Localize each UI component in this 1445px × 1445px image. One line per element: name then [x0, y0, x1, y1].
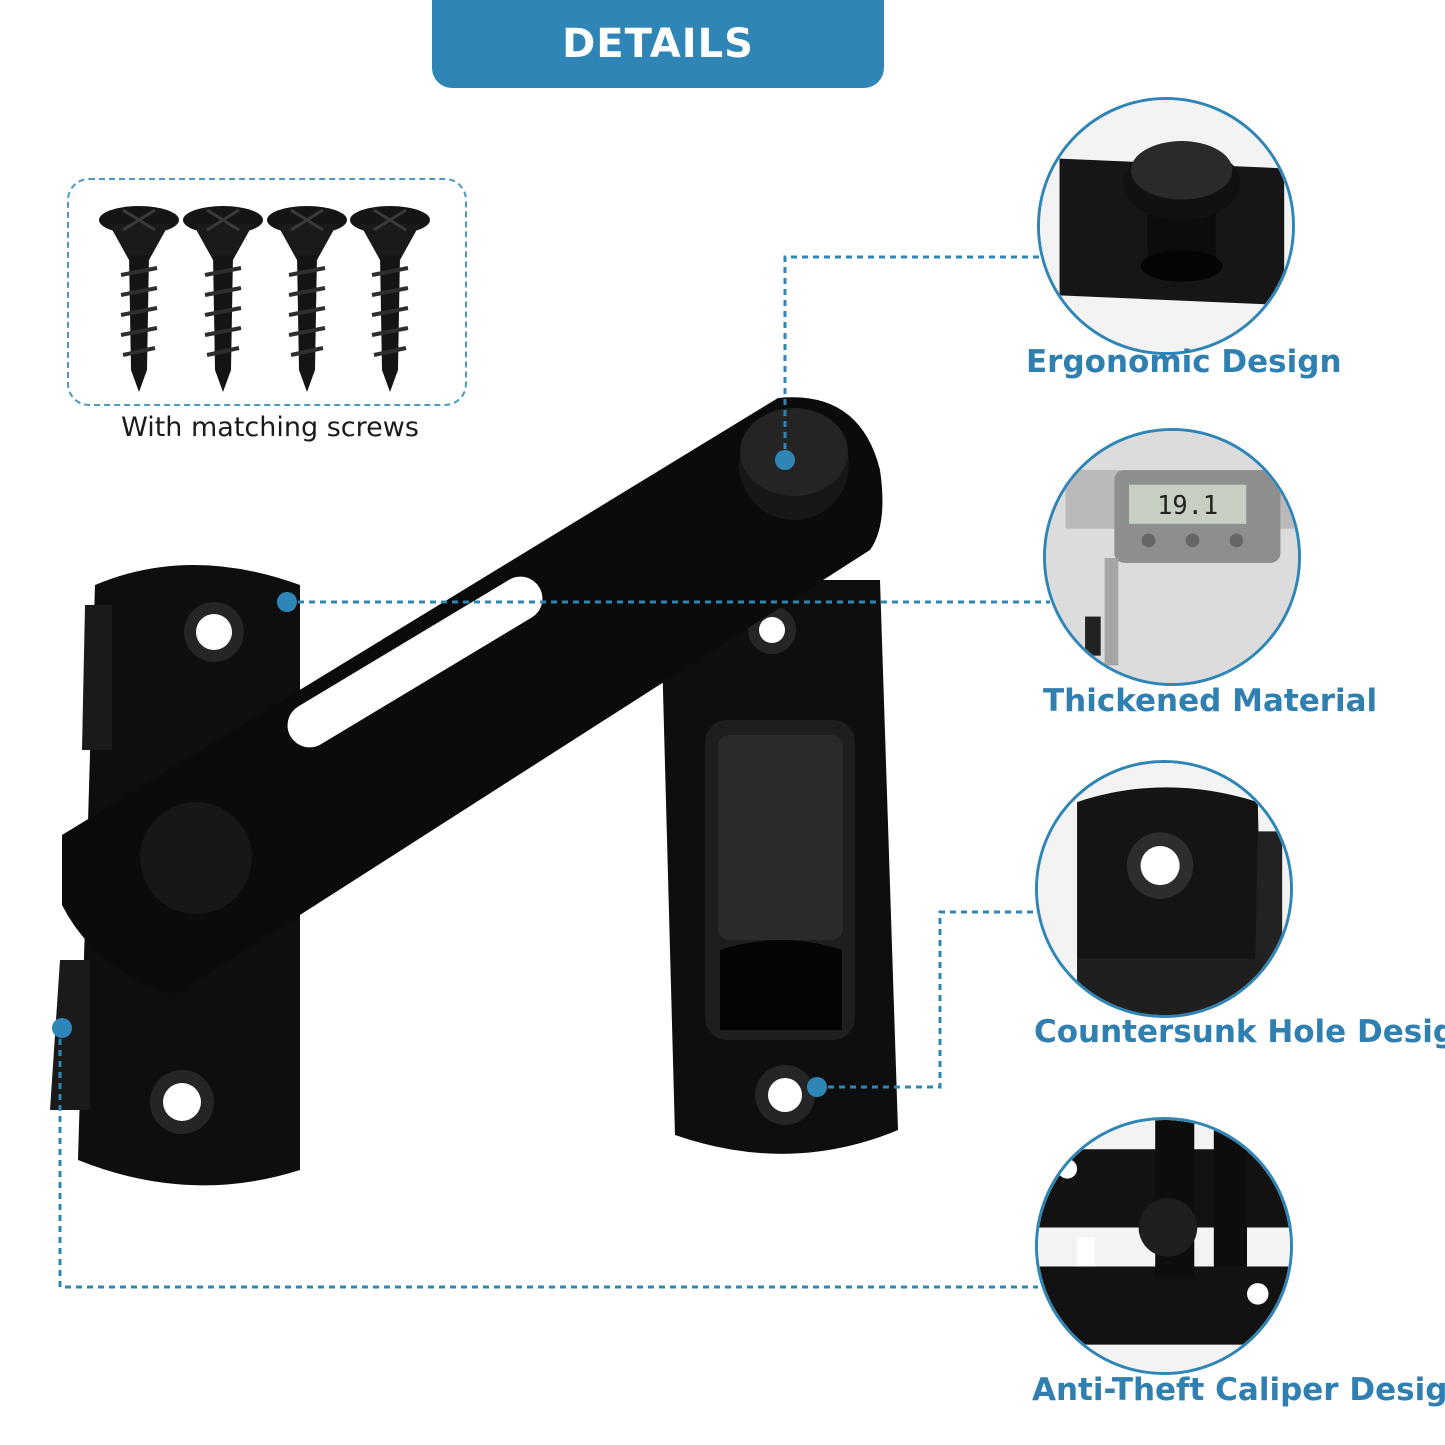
swing-arm — [62, 397, 883, 996]
anti-theft-caliper-image — [1035, 1117, 1293, 1375]
callout-lines — [58, 255, 1050, 1289]
caliper-reading: 19.1 — [1157, 490, 1218, 520]
details-header: DETAILS — [432, 0, 884, 88]
feature-label-ergonomic: Ergonomic Design — [1026, 344, 1342, 380]
feature-label-thickened: Thickened Material — [1043, 683, 1378, 719]
feature-label-anti-theft: Anti-Theft Caliper Design — [1032, 1372, 1445, 1408]
screw-image-2 — [183, 206, 263, 392]
countersunk-hole-image — [1035, 760, 1293, 1018]
feature-label-countersunk: Countersunk Hole Design — [1034, 1014, 1445, 1050]
knob-detail-image — [1037, 97, 1295, 355]
screws-caption: With matching screws — [121, 412, 419, 443]
callout-dots — [52, 450, 827, 1097]
screw-image-3 — [267, 206, 347, 392]
screws-box — [67, 178, 467, 406]
screw-image-1 — [99, 206, 179, 392]
right-plate — [660, 580, 898, 1154]
screw-image-4 — [350, 206, 430, 392]
caliper-measure-image: 19.1 — [1043, 428, 1301, 686]
